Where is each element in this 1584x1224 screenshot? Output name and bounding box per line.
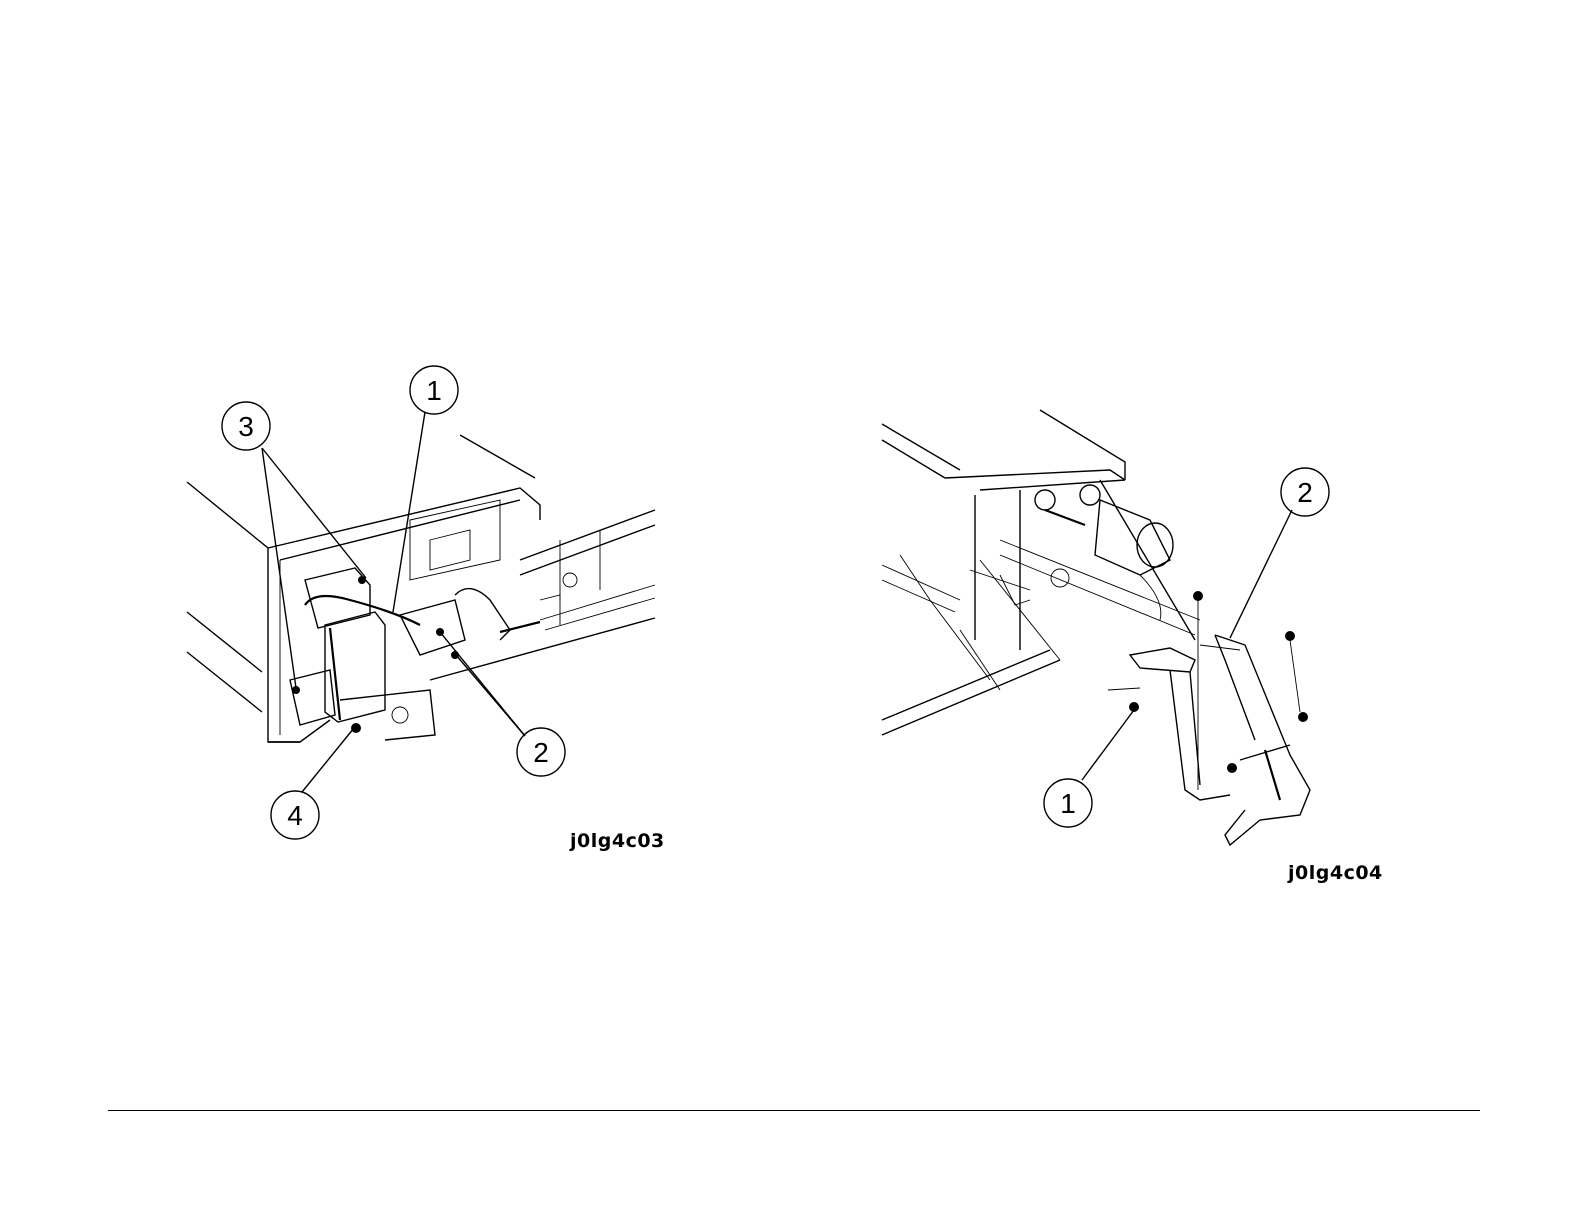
right-callout-1: 1: [1044, 779, 1092, 827]
svg-text:1: 1: [1060, 788, 1076, 819]
right-bracket-assembly: [1108, 591, 1310, 845]
right-machine-frame: [882, 410, 1200, 735]
left-leader-lines: [262, 412, 525, 792]
footer-divider: [108, 1110, 1480, 1111]
figure-right-id-label: j0lg4c04: [1288, 862, 1383, 884]
right-callout-2: 2: [1281, 468, 1329, 516]
svg-text:2: 2: [1297, 477, 1313, 508]
svg-text:2: 2: [533, 737, 549, 768]
figure-left-id-label: j0lg4c03: [570, 830, 665, 852]
left-callout-3: 3: [222, 402, 270, 450]
left-callout-4: 4: [271, 791, 319, 839]
svg-text:3: 3: [238, 411, 254, 442]
left-solenoid-assembly: [290, 568, 540, 740]
left-callout-1: 1: [410, 366, 458, 414]
left-callout-2: 2: [517, 728, 565, 776]
svg-text:4: 4: [287, 800, 303, 831]
right-leader-lines: [1082, 510, 1292, 780]
svg-text:1: 1: [426, 375, 442, 406]
left-machine-frame: [187, 435, 655, 742]
